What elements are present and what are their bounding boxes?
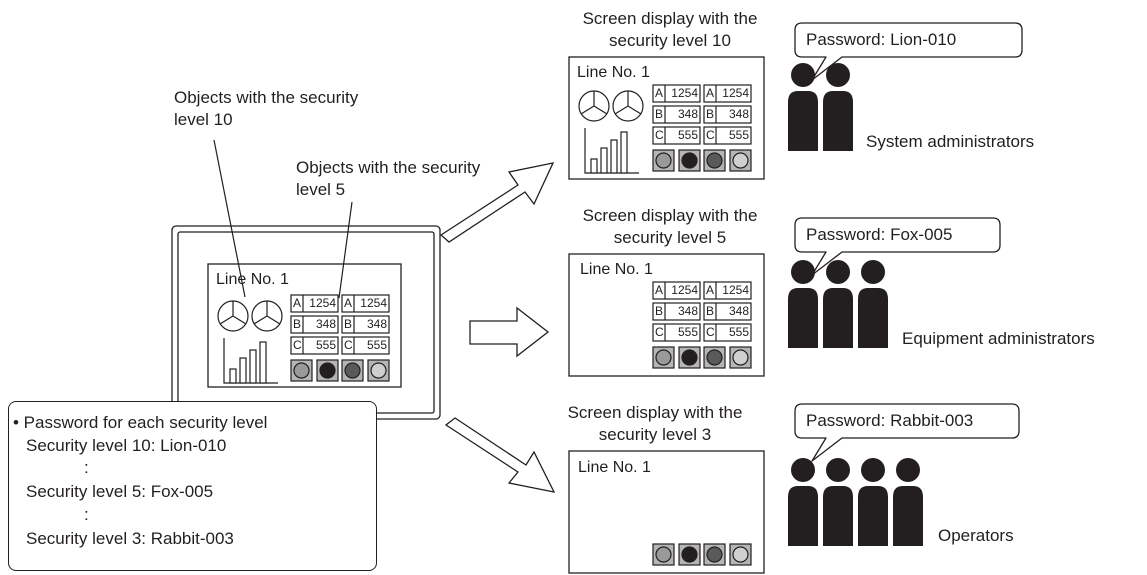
annotation-objects-level5-line2: level 5 xyxy=(296,180,346,199)
main-screen-line-label: Line No. 1 xyxy=(216,271,289,288)
level5-cell-value: 555 xyxy=(728,325,749,339)
group-system-admins: System administrators xyxy=(866,132,1035,151)
main-cell-value: 555 xyxy=(315,338,336,352)
level10-cell-letter: A xyxy=(655,86,664,100)
level5-cell-letter: B xyxy=(706,304,715,318)
main-cell-letter: A xyxy=(344,296,353,310)
group-equipment-admins: Equipment administrators xyxy=(902,329,1095,348)
level10-cell-letter: C xyxy=(706,128,715,142)
level5-cell-value: 555 xyxy=(677,325,698,339)
main-cell-value: 1254 xyxy=(309,296,336,310)
system-admins-icon xyxy=(788,63,853,151)
level5-cell-value: 1254 xyxy=(722,283,749,297)
level5-cell-letter: C xyxy=(655,325,664,339)
level10-cell-value: 555 xyxy=(677,128,698,142)
legend-line-level10: Security level 10: Lion-010 xyxy=(26,436,227,455)
speech-bubbles xyxy=(794,22,1023,462)
equipment-admins-icon xyxy=(788,260,888,348)
display-level3-caption-1: Screen display with the xyxy=(567,403,743,422)
legend-line-level3: Security level 3: Rabbit-003 xyxy=(26,529,234,548)
leader-lines xyxy=(213,139,353,299)
display-level3-caption-2: security level 3 xyxy=(598,425,712,444)
bubble-fox xyxy=(794,217,1001,276)
main-cell-letter: B xyxy=(293,317,302,331)
main-cell-value: 348 xyxy=(315,317,336,331)
bubble-rabbit xyxy=(794,403,1020,462)
main-cell-value: 348 xyxy=(366,317,387,331)
level10-cell-value: 348 xyxy=(677,107,698,121)
password-legend: • Password for each security level Secur… xyxy=(8,401,377,571)
level10-cell-value: 1254 xyxy=(722,86,749,100)
password-rabbit: Password: Rabbit-003 xyxy=(806,411,974,430)
level10-cell-letter: B xyxy=(655,107,664,121)
legend-ellipsis-1: : xyxy=(84,458,89,477)
level10-cell-letter: C xyxy=(655,128,664,142)
arrows xyxy=(439,162,556,493)
display-level5-line-label: Line No. 1 xyxy=(580,261,653,278)
level5-cell-letter: A xyxy=(706,283,715,297)
main-cell-letter: A xyxy=(293,296,302,310)
display-level10-line-label: Line No. 1 xyxy=(577,64,650,81)
display-level5-caption-1: Screen display with the xyxy=(582,206,758,225)
display-level5-caption-2: security level 5 xyxy=(613,228,727,247)
display-level3 xyxy=(568,450,765,574)
annotation-objects-level10-line1: Objects with the security xyxy=(174,88,359,107)
main-screen-content xyxy=(217,294,390,384)
legend-ellipsis-2: : xyxy=(84,505,89,524)
password-fox: Password: Fox-005 xyxy=(806,225,953,244)
group-operators: Operators xyxy=(938,526,1014,545)
bubble-lion xyxy=(794,22,1023,81)
level5-cell-letter: A xyxy=(655,283,664,297)
main-cell-letter: C xyxy=(344,338,353,352)
level5-cell-value: 348 xyxy=(728,304,749,318)
arrow-to-level5 xyxy=(469,306,550,358)
display-level10 xyxy=(568,56,765,180)
display-level3-line-label: Line No. 1 xyxy=(578,459,651,476)
password-lion: Password: Lion-010 xyxy=(806,30,957,49)
legend-title: • Password for each security level xyxy=(13,413,268,432)
display-level10-caption-2: security level 10 xyxy=(609,31,731,50)
level10-cell-letter: B xyxy=(706,107,715,121)
level10-cell-value: 1254 xyxy=(671,86,698,100)
annotation-objects-level10-line2: level 10 xyxy=(174,110,233,129)
level5-cell-value: 1254 xyxy=(671,283,698,297)
level10-cell-letter: A xyxy=(706,86,715,100)
display-level10-caption-1: Screen display with the xyxy=(582,9,758,28)
display-level5 xyxy=(568,253,765,377)
arrow-to-level3 xyxy=(444,417,556,493)
annotation-objects-level5-line1: Objects with the security xyxy=(296,158,481,177)
level5-cell-letter: B xyxy=(655,304,664,318)
level5-cell-value: 348 xyxy=(677,304,698,318)
main-cell-value: 555 xyxy=(366,338,387,352)
main-cell-value: 1254 xyxy=(360,296,387,310)
arrow-to-level10 xyxy=(439,162,555,243)
level5-cell-letter: C xyxy=(706,325,715,339)
level10-cell-value: 348 xyxy=(728,107,749,121)
legend-line-level5: Security level 5: Fox-005 xyxy=(26,482,214,501)
operators-icon xyxy=(788,458,923,546)
main-cell-letter: B xyxy=(344,317,353,331)
main-cell-letter: C xyxy=(293,338,302,352)
level10-cell-value: 555 xyxy=(728,128,749,142)
